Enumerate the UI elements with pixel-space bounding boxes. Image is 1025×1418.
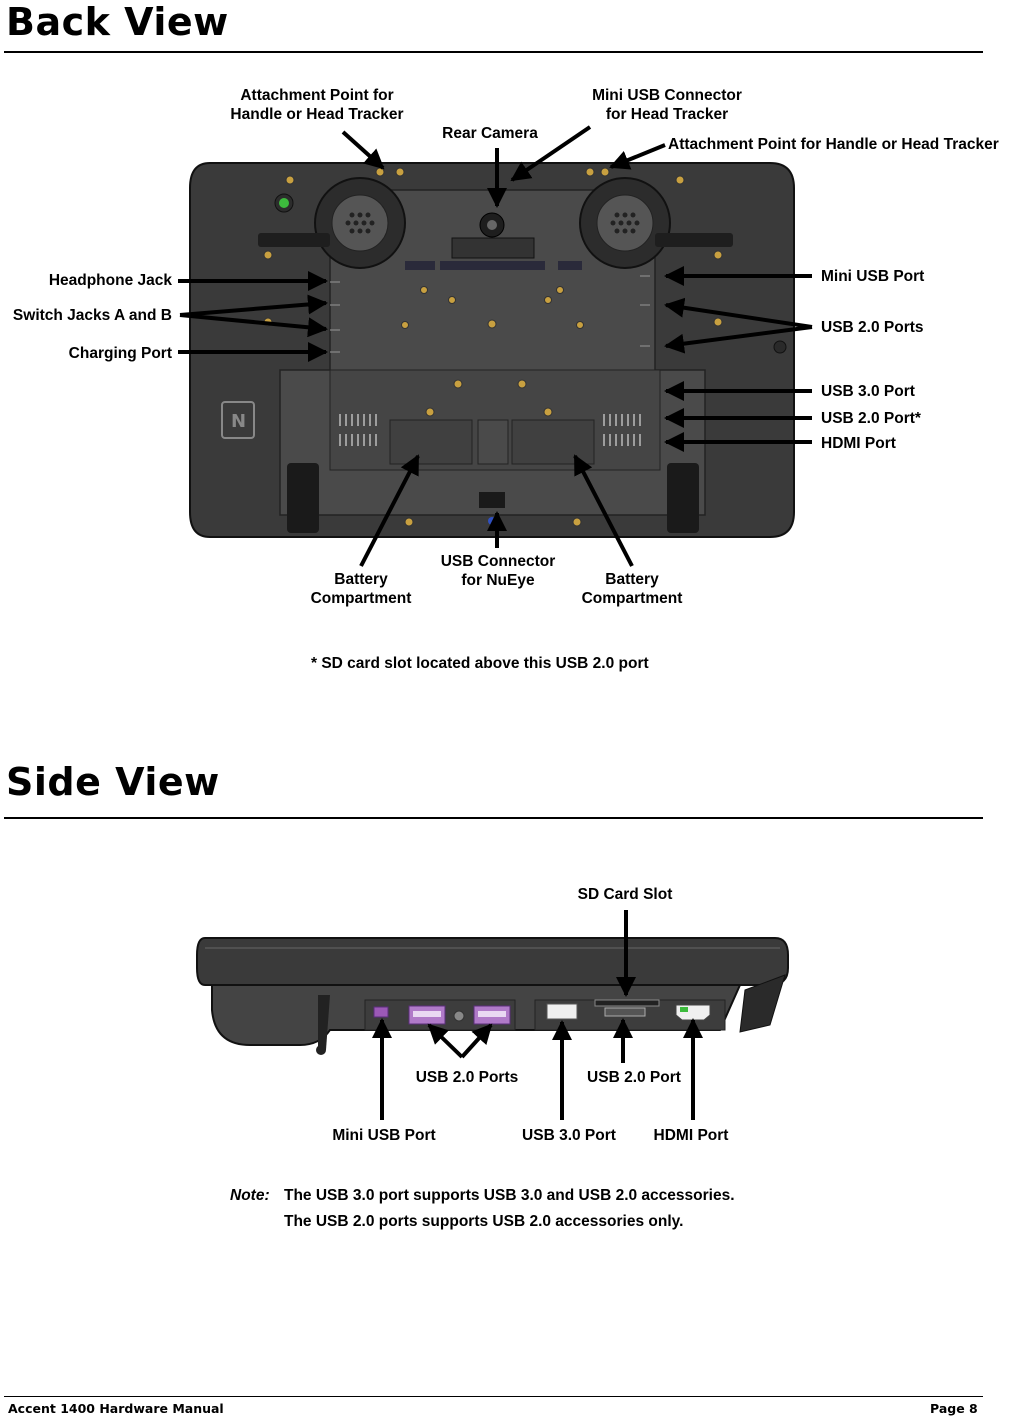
- footer-manual-title: Accent 1400 Hardware Manual: [8, 1401, 224, 1416]
- back-view-rule: [4, 51, 983, 53]
- label-switch-jacks: Switch Jacks A and B: [12, 307, 172, 324]
- label-usb-connector-nueye: USB Connector for NuEye: [440, 553, 556, 589]
- label-charging-port: Charging Port: [68, 345, 172, 362]
- label-usb20-ports: USB 2.0 Ports: [821, 319, 924, 336]
- side-label-usb20-ports: USB 2.0 Ports: [415, 1069, 519, 1086]
- side-view-rule: [4, 817, 983, 819]
- label-attachment-point-right: Attachment Point for Handle or Head Trac…: [668, 136, 999, 153]
- footer-page-number: Page 8: [930, 1401, 978, 1416]
- label-mini-usb-port: Mini USB Port: [821, 268, 925, 285]
- side-label-usb30-port: USB 3.0 Port: [522, 1127, 616, 1144]
- label-mini-usb-connector: Mini USB Connector for Head Tracker: [592, 87, 742, 123]
- back-view-title: Back View: [6, 0, 229, 44]
- svg-text:N: N: [231, 411, 246, 432]
- side-label-mini-usb-port: Mini USB Port: [332, 1127, 436, 1144]
- label-hdmi-port: HDMI Port: [821, 435, 896, 452]
- side-view-title: Side View: [6, 760, 220, 804]
- label-attachment-point-left: Attachment Point for Handle or Head Trac…: [230, 87, 404, 123]
- label-usb30-port: USB 3.0 Port: [821, 383, 915, 400]
- side-label-usb20-port: USB 2.0 Port: [587, 1069, 681, 1086]
- note-lead: Note:: [230, 1187, 270, 1204]
- note-text: The USB 3.0 port supports USB 3.0 and US…: [284, 1187, 735, 1230]
- label-battery-compartment-left: Battery Compartment: [310, 571, 412, 607]
- side-label-hdmi-port: HDMI Port: [653, 1127, 729, 1144]
- side-label-sd-card-slot: SD Card Slot: [577, 886, 673, 903]
- label-battery-compartment-right: Battery Compartment: [581, 571, 683, 607]
- back-view-footnote: * SD card slot located above this USB 2.…: [311, 655, 649, 672]
- footer-rule: [4, 1396, 983, 1397]
- label-rear-camera: Rear Camera: [442, 125, 538, 142]
- label-headphone-jack: Headphone Jack: [48, 272, 172, 289]
- label-usb20-port-star: USB 2.0 Port*: [821, 410, 921, 427]
